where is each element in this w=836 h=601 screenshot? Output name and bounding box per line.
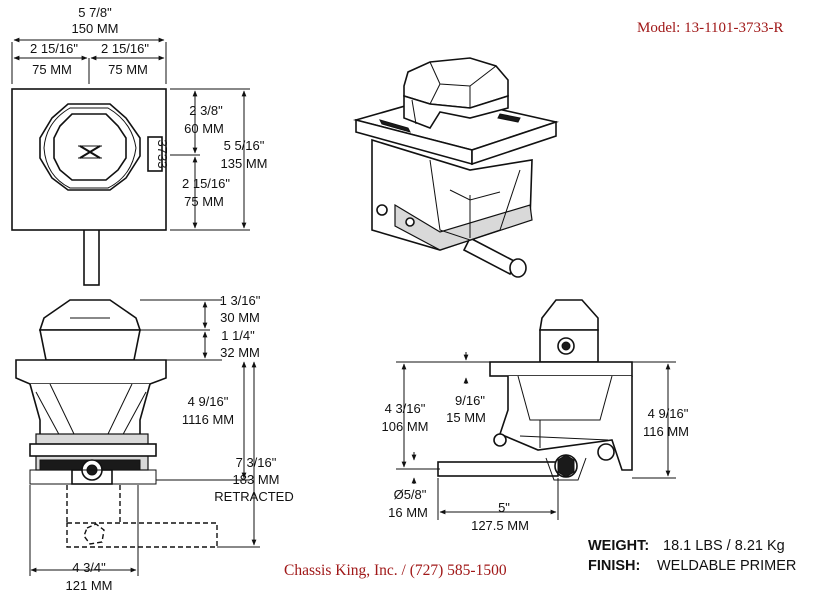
top-offset-in: 2 3/8" bbox=[189, 103, 223, 118]
half-right-in: 2 15/16" bbox=[101, 41, 149, 56]
plate-height-mm: 135 MM bbox=[221, 156, 268, 171]
model-number: Model: 13-1101-3733-R bbox=[637, 20, 784, 36]
pin-len-in: 5" bbox=[498, 500, 510, 515]
side-view bbox=[437, 299, 633, 481]
side-pin-offset-in: 9/16" bbox=[455, 393, 485, 408]
front-view-dimensions: 1 3/16" 30 MM 1 1/4" 32 MM 4 9/16" 1116 … bbox=[29, 293, 294, 593]
neck-height-in: 1 1/4" bbox=[221, 328, 255, 343]
side-height-mm: 106 MM bbox=[382, 419, 429, 434]
part-stamp: 3733 bbox=[155, 140, 170, 169]
isometric-view bbox=[352, 57, 559, 278]
overall-width-mm: 150 MM bbox=[72, 21, 119, 36]
retracted-label: RETRACTED bbox=[214, 489, 293, 504]
finish-label: FINISH: bbox=[588, 558, 640, 574]
top-offset-mm: 60 MM bbox=[184, 121, 224, 136]
top-view-dimensions: 5 7/8" 150 MM 2 15/16" 75 MM 2 15/16" 75… bbox=[11, 5, 268, 231]
side-pin-offset-mm: 15 MM bbox=[446, 410, 486, 425]
head-height-in: 1 3/16" bbox=[220, 293, 261, 308]
body-height-in: 4 9/16" bbox=[188, 394, 229, 409]
half-right-mm: 75 MM bbox=[108, 62, 148, 77]
finish-value: WELDABLE PRIMER bbox=[657, 558, 796, 574]
top-view: 3733 bbox=[11, 88, 170, 286]
plate-height-in: 5 5/16" bbox=[224, 138, 265, 153]
side-view-dimensions: 9/16" 15 MM 4 3/16" 106 MM 4 9/16" 116 M… bbox=[382, 352, 689, 533]
base-width-in: 4 3/4" bbox=[72, 560, 106, 575]
pin-dia-in: Ø5/8" bbox=[394, 487, 427, 502]
lower-offset-in: 2 15/16" bbox=[182, 176, 230, 191]
pin-len-mm: 127.5 MM bbox=[471, 518, 529, 533]
half-left-in: 2 15/16" bbox=[30, 41, 78, 56]
base-width-mm: 121 MM bbox=[66, 578, 113, 593]
body-height-mm: 1116 MM bbox=[182, 412, 234, 427]
pin-dia-mm: 16 MM bbox=[388, 505, 428, 520]
company-contact: Chassis King, Inc. / (727) 585-1500 bbox=[284, 562, 507, 579]
weight-label: WEIGHT: bbox=[588, 538, 649, 554]
lower-offset-mm: 75 MM bbox=[184, 194, 224, 209]
neck-height-mm: 32 MM bbox=[220, 345, 260, 360]
half-left-mm: 75 MM bbox=[32, 62, 72, 77]
side-height-in: 4 3/16" bbox=[385, 401, 426, 416]
retracted-in: 7 3/16" bbox=[236, 455, 277, 470]
side-body-in: 4 9/16" bbox=[648, 406, 689, 421]
front-view bbox=[15, 299, 218, 548]
head-height-mm: 30 MM bbox=[220, 310, 260, 325]
side-body-mm: 116 MM bbox=[643, 424, 689, 439]
overall-width-in: 5 7/8" bbox=[78, 5, 112, 20]
specs: WEIGHT: 18.1 LBS / 8.21 Kg FINISH: WELDA… bbox=[588, 538, 796, 574]
weight-value: 18.1 LBS / 8.21 Kg bbox=[663, 538, 785, 554]
retracted-mm: 183 MM bbox=[233, 472, 280, 487]
